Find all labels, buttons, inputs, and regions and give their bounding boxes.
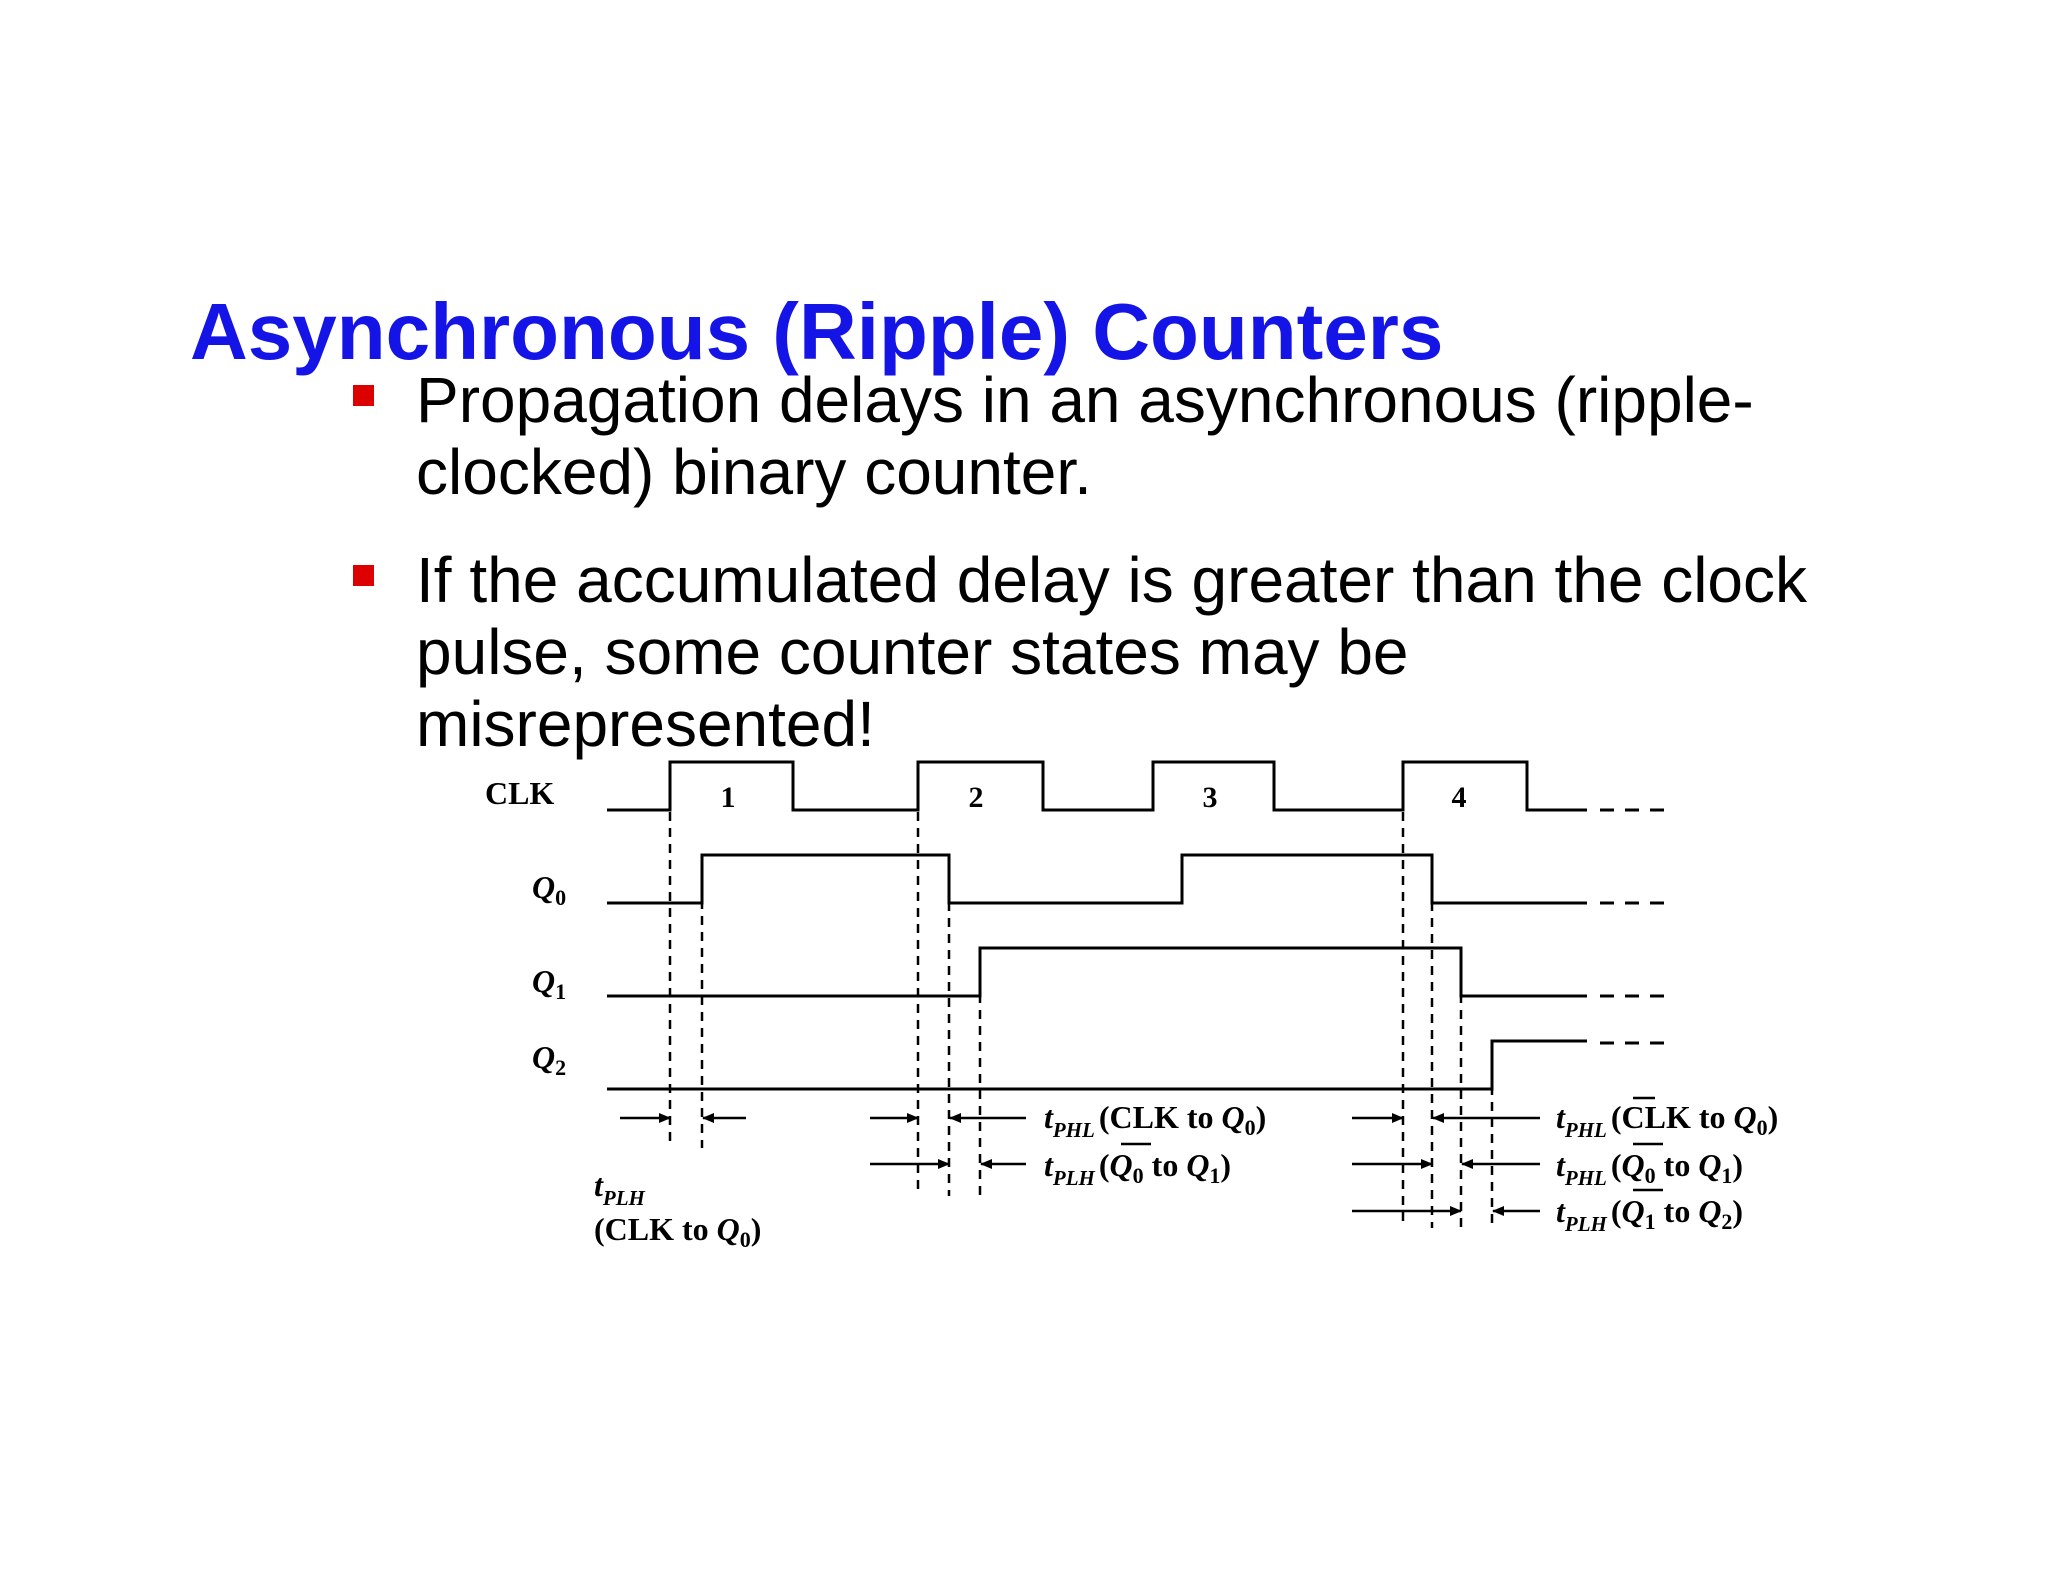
tplh-clk-label-line2: (CLK to Q0) (594, 1211, 761, 1252)
clk-waveform (607, 760, 1587, 812)
clock-pulse-number: 1 (721, 781, 736, 814)
signal-label-q0: Q0 (532, 869, 566, 910)
q2-waveform (607, 1039, 1587, 1091)
delay-label: tPHL(CLK to Q0) (1044, 1099, 1266, 1142)
delay-label: tPHL(CLK to Q0) (1556, 1099, 1778, 1142)
signal-label-clk: CLK (485, 775, 554, 811)
delay-label: tPLH(Q0 to Q1) (1044, 1147, 1231, 1190)
clock-pulse-number: 4 (1452, 781, 1467, 814)
signal-label-q2: Q2 (532, 1039, 566, 1080)
bullet-line: Propagation delays in an asynchronous (r… (416, 364, 1754, 436)
continuation-dashes (1600, 808, 1665, 1045)
signal-label-q1: Q1 (532, 963, 566, 1004)
delay-label: tPHL(Q0 to Q1) (1556, 1147, 1743, 1190)
q0-waveform (607, 853, 1587, 905)
delay-label: tPLH(Q1 to Q2) (1556, 1193, 1743, 1236)
bullet-line: If the accumulated delay is greater than… (416, 544, 1807, 616)
bullet-line: clocked) binary counter. (416, 436, 1092, 508)
q1-waveform (607, 946, 1587, 998)
bullet-marker-icon (353, 565, 374, 586)
bullet-text: Propagation delays in an asynchronous (r… (416, 364, 1754, 508)
delay-arrows (620, 1113, 1540, 1216)
bullet-text: If the accumulated delay is greater than… (416, 544, 1807, 760)
bullet-line: misrepresented! (416, 688, 875, 760)
complement-bars (1121, 1096, 1663, 1192)
timing-reference-lines (668, 780, 1494, 1228)
bullet-line: pulse, some counter states may be (416, 616, 1409, 688)
bullet-marker-icon (353, 385, 374, 406)
clock-pulse-number: 2 (969, 781, 984, 814)
clock-pulse-number: 3 (1203, 781, 1218, 814)
slide-title: Asynchronous (Ripple) Counters (190, 287, 1444, 376)
tplh-clk-label: tPLH (594, 1167, 646, 1210)
